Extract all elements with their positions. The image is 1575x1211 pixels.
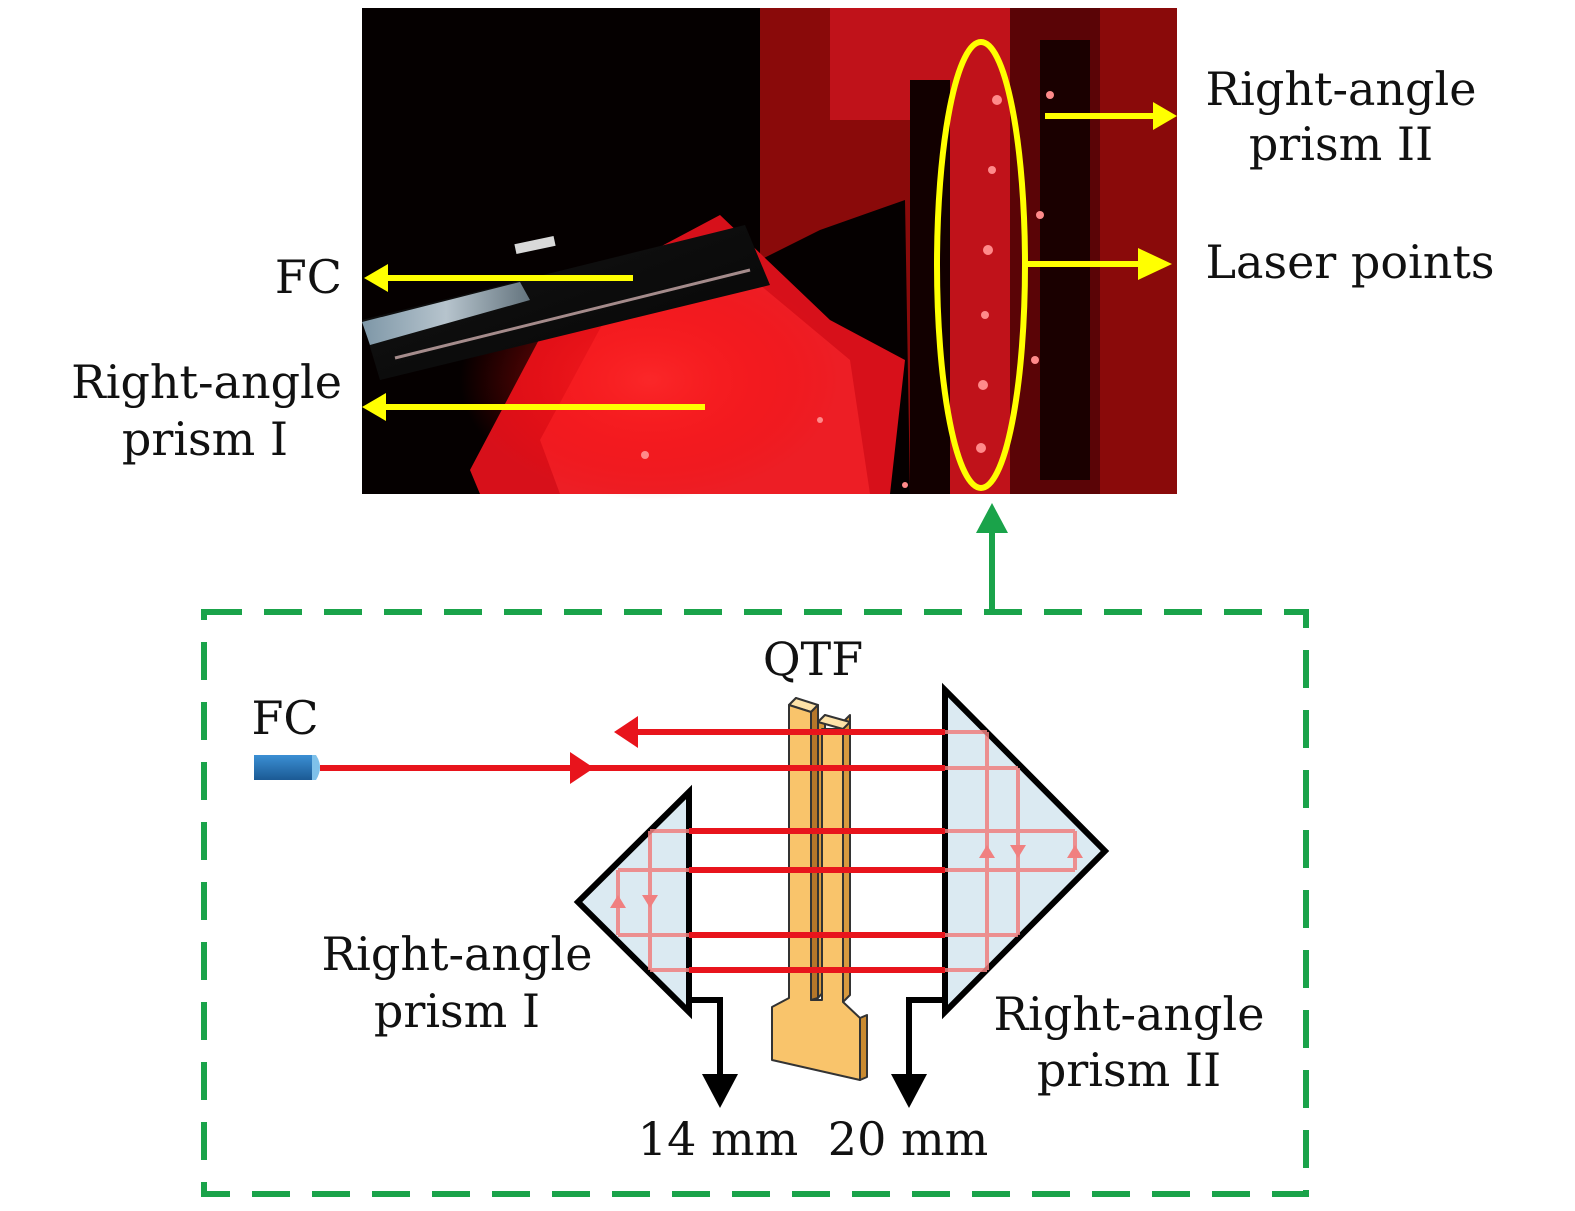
green-up-arrow <box>976 503 1008 612</box>
photo-annotation-arrows <box>376 113 1162 410</box>
laser-beams <box>320 729 945 973</box>
internal-arrowheads <box>610 845 1083 908</box>
photo-label-prism1-line2: prism I <box>122 412 288 466</box>
qtf-tuning-fork <box>771 697 868 1081</box>
schematic-label-prism2-line1: Right-angle <box>994 987 1265 1041</box>
prism-i-shape <box>573 784 692 1020</box>
photo-label-prism1-line1: Right-angle <box>71 355 342 409</box>
dimension-arrowheads <box>702 1074 927 1108</box>
schematic-label-prism1-line2: prism I <box>374 984 540 1038</box>
dimension-arrows <box>689 997 945 1082</box>
photo-label-fc: FC <box>275 250 342 304</box>
schematic-label-prism1-line1: Right-angle <box>322 927 593 981</box>
photo-arrowheads <box>362 102 1177 421</box>
schematic-label-qtf: QTF <box>763 632 863 686</box>
dimension-label-14mm: 14 mm <box>638 1112 798 1166</box>
fc-collimator-icon <box>254 755 320 780</box>
photo-label-prism2-line1: Right-angle <box>1206 62 1477 116</box>
prism-ii-shape <box>942 682 1110 1020</box>
schematic-label-fc: FC <box>251 691 318 745</box>
laser-points-ellipse <box>934 39 1028 491</box>
photo-label-laser-points: Laser points <box>1206 235 1495 289</box>
laser-beam-arrowheads <box>570 716 638 784</box>
dimension-label-20mm: 20 mm <box>828 1112 988 1166</box>
schematic-frame <box>201 609 1309 1197</box>
schematic-label-prism2-line2: prism II <box>1037 1043 1221 1097</box>
experiment-photo <box>362 8 1177 500</box>
photo-label-prism2-line2: prism II <box>1249 117 1433 171</box>
